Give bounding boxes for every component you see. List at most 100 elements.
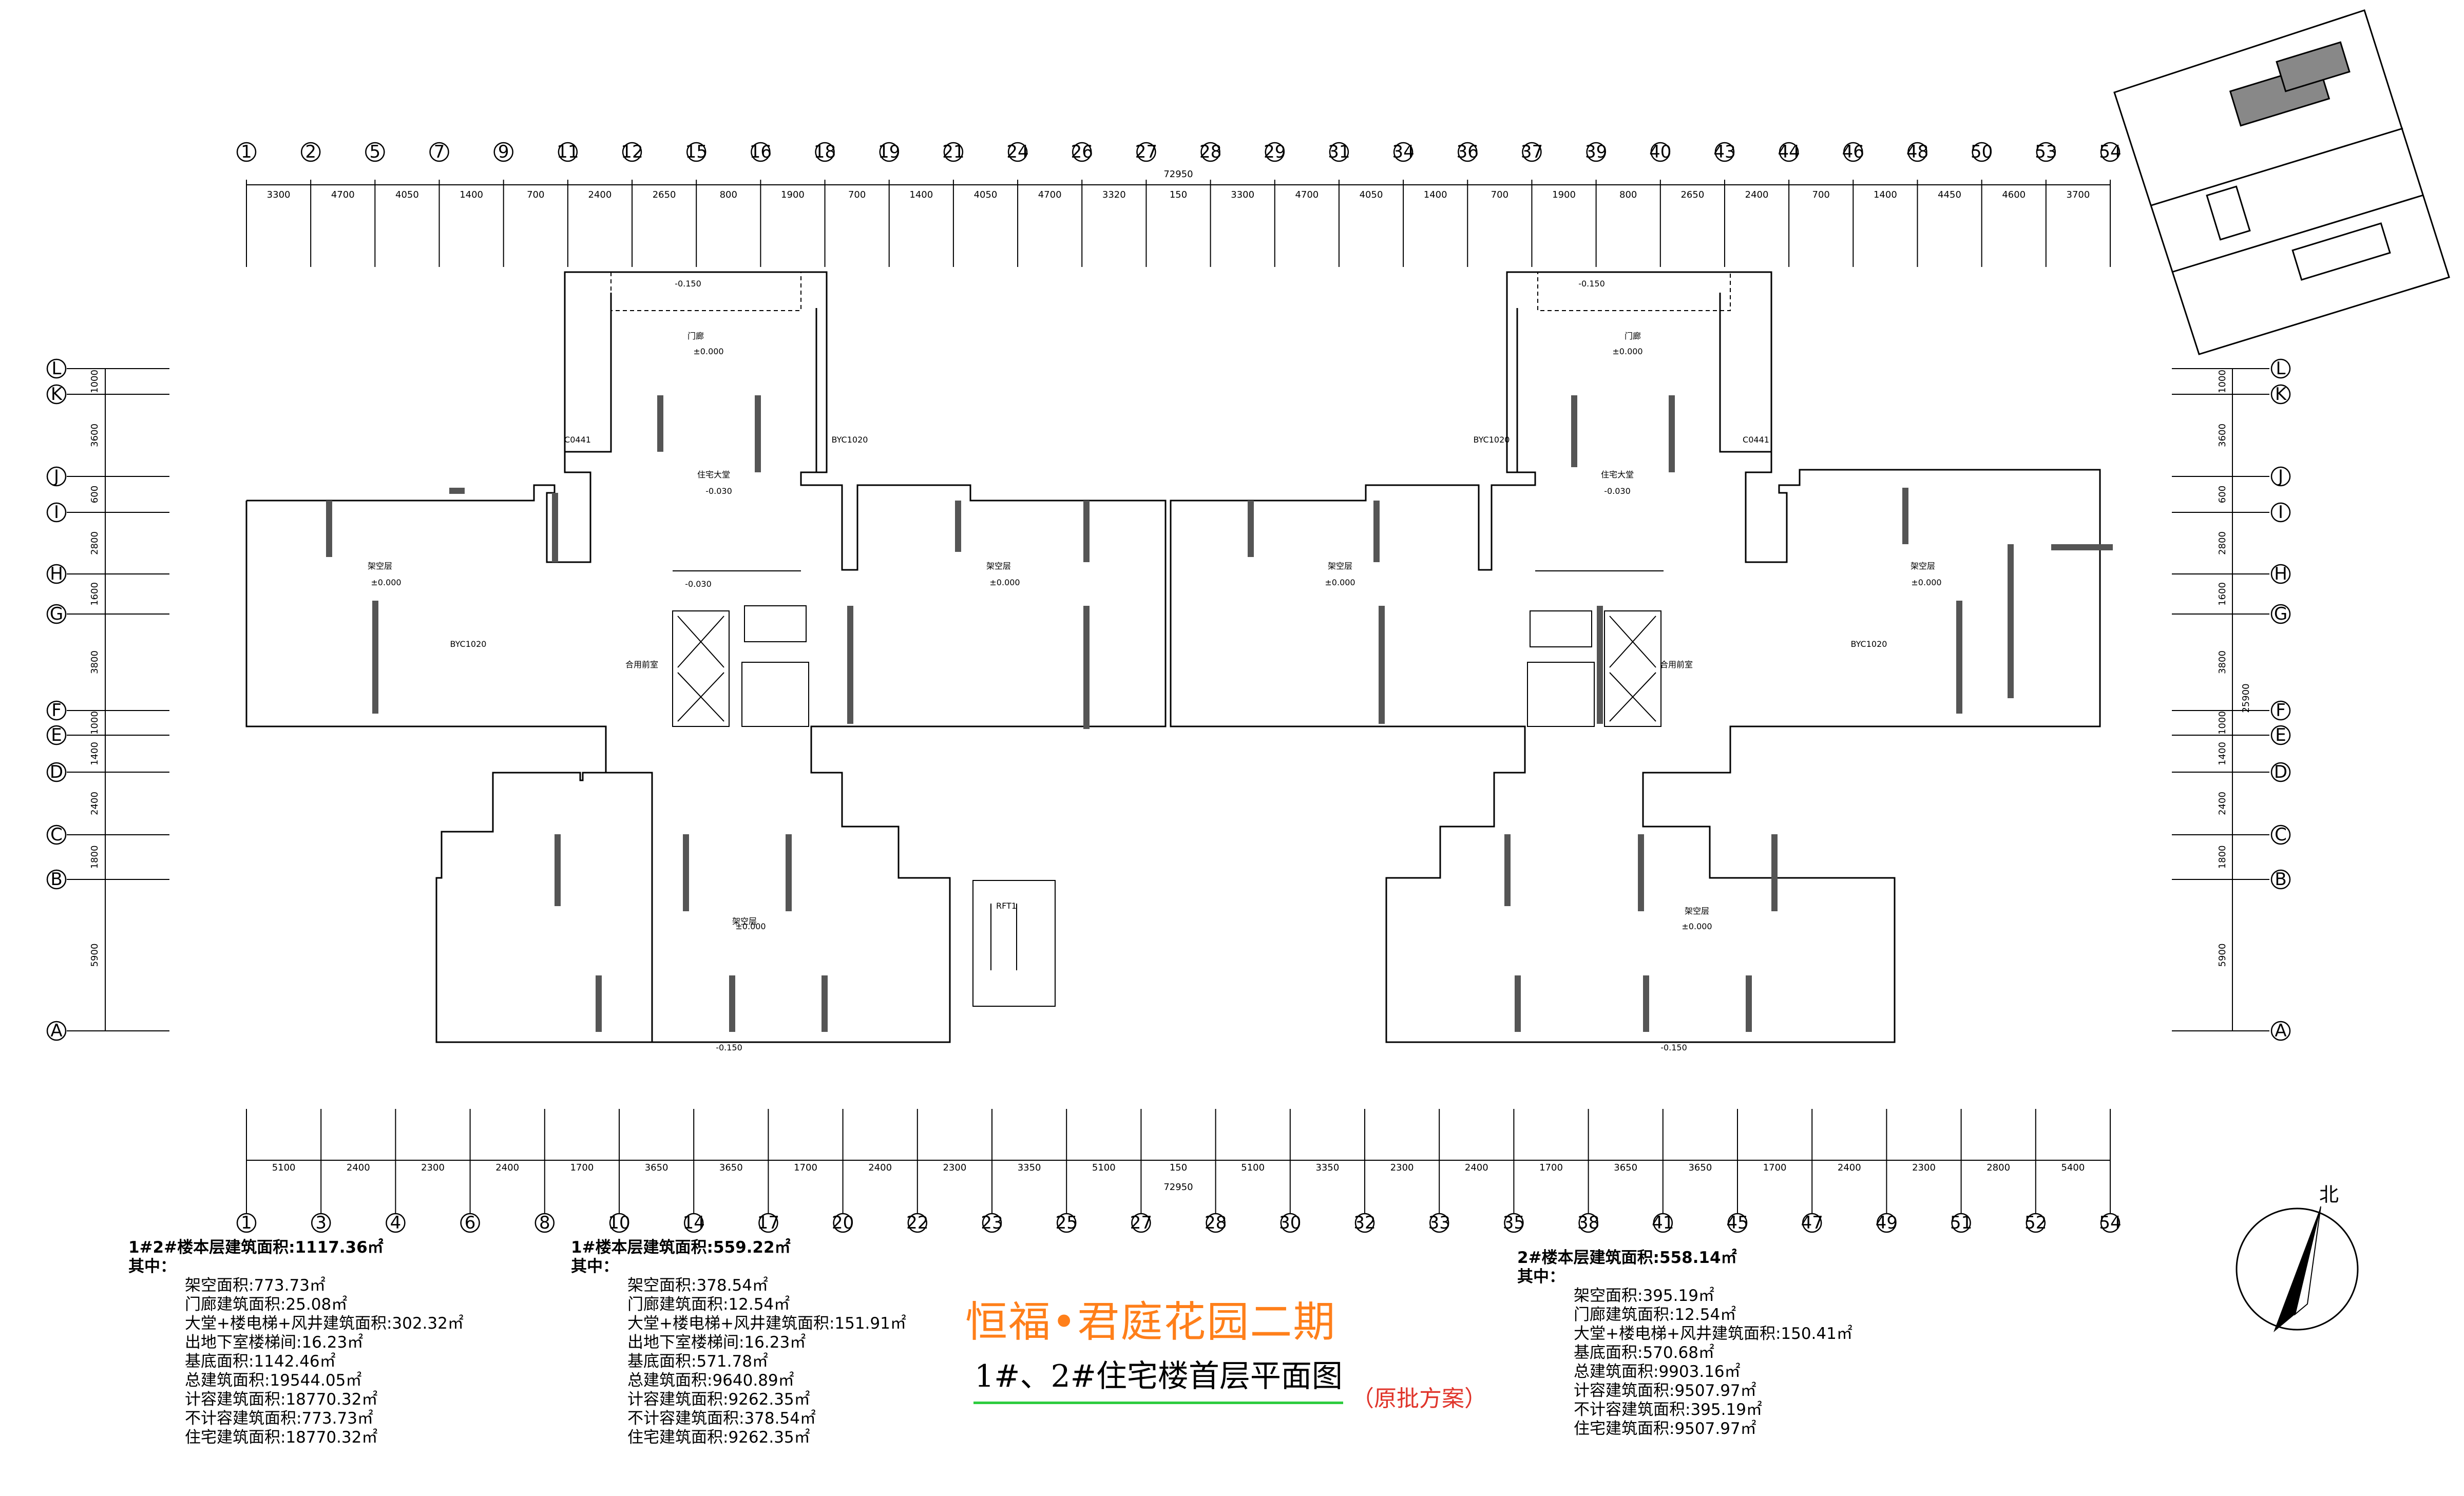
bottom-axis-bubble [982, 1213, 1002, 1233]
bottom-axis-bubble [534, 1213, 555, 1233]
row-axis-bubble [2270, 502, 2291, 523]
bottom-dimension: 2400 [868, 1162, 892, 1173]
top-axis-bubble [943, 142, 964, 162]
top-axis-label: 46 [1842, 142, 1864, 162]
top-axis-label: 5 [370, 142, 381, 162]
row-dimension: 1400 [89, 742, 100, 765]
top-axis-label: 9 [498, 142, 509, 162]
bottom-dimension: 3350 [1018, 1162, 1041, 1173]
top-axis-bubble [1586, 142, 1606, 162]
area-item: 不计容建筑面积:773.73㎡ [185, 1409, 373, 1428]
row-axis-label: K [51, 384, 63, 405]
area-item: 住宅建筑面积:9262.35㎡ [627, 1428, 810, 1447]
area-item: 门廊建筑面积:12.54㎡ [627, 1295, 790, 1314]
row-axis-label: L [2276, 358, 2286, 379]
bottom-axis-label: 35 [1503, 1213, 1525, 1233]
row-axis-bubble [46, 384, 67, 405]
top-dimension: 4700 [1295, 189, 1319, 200]
bottom-dimension: 150 [1170, 1162, 1187, 1173]
row-axis-bubble [2270, 466, 2291, 487]
row-axis-bubble [46, 824, 67, 845]
overhead-label: 架空层 [1911, 561, 1935, 571]
drawing-title: 1#、2#住宅楼首层平面图 [975, 1358, 1343, 1394]
row-dimension: 3800 [89, 650, 100, 674]
row-dimension: 600 [89, 486, 100, 503]
bottom-axis-bubble [2100, 1213, 2121, 1233]
overhead-level: ±0.000 [1325, 578, 1355, 587]
bottom-dimension: 2400 [1838, 1162, 1861, 1173]
row-axis-bubble [2270, 384, 2291, 405]
area-item: 架空面积:773.73㎡ [185, 1276, 326, 1295]
porch-label: 门廊 [1625, 331, 1641, 341]
bottom-dimension: 3650 [645, 1162, 668, 1173]
top-axis-label: 39 [1585, 142, 1607, 162]
bottom-axis-bubble [1354, 1213, 1375, 1233]
porch-label: 门廊 [687, 331, 704, 341]
top-dimension: 800 [720, 189, 737, 200]
top-dimension: 2400 [588, 189, 612, 200]
area-label: 其中： [571, 1257, 619, 1276]
row-axis-bubble [46, 604, 67, 624]
top-axis-label: 1 [241, 142, 252, 162]
bottom-axis-label: 1 [241, 1213, 252, 1233]
top-dimension: 2400 [1745, 189, 1769, 200]
porch-level: ±0.000 [693, 347, 723, 356]
top-axis-label: 12 [621, 142, 643, 162]
overhead-label: 架空层 [368, 561, 392, 571]
top-axis-label: 50 [1971, 142, 1993, 162]
row-dimension: 1800 [89, 846, 100, 869]
area-item: 总建筑面积:19544.05㎡ [185, 1371, 362, 1390]
bottom-axis-label: 32 [1353, 1213, 1376, 1233]
area-item: 出地下室楼梯间:16.23㎡ [627, 1333, 806, 1352]
row-dimension: 1600 [89, 582, 100, 606]
bottom-axis-label: 38 [1577, 1213, 1599, 1233]
top-axis-bubble [1522, 142, 1542, 162]
top-axis-label: 16 [750, 142, 772, 162]
top-axis-label: 40 [1649, 142, 1671, 162]
top-axis-label: 28 [1199, 142, 1221, 162]
row-dimension: 1400 [2217, 742, 2228, 765]
bottom-axis-bubble [386, 1213, 406, 1233]
top-axis-label: 44 [1778, 142, 1800, 162]
top-dimension: 4450 [1938, 189, 1961, 200]
row-axis-bubble [46, 725, 67, 745]
row-axis-bubble [2270, 725, 2291, 745]
row-axis-bubble [2270, 869, 2291, 890]
row-axis-bubble [46, 564, 67, 584]
bottom-axis-label: 33 [1428, 1213, 1450, 1233]
overhead-label: 架空层 [986, 561, 1011, 571]
shared-anteroom: 合用前室 [625, 660, 658, 669]
row-axis-label: C [2275, 824, 2287, 845]
bottom-axis-bubble [311, 1213, 331, 1233]
top-axis-label: 11 [557, 142, 579, 162]
structural-columns [326, 395, 2113, 1032]
row-axis-bubble [2270, 824, 2291, 845]
bottom-dimension: 3650 [719, 1162, 743, 1173]
bottom-axis-bubble [609, 1213, 629, 1233]
top-dimension: 4600 [2002, 189, 2026, 200]
top-dimension: 4050 [395, 189, 419, 200]
overhead-label: 架空层 [1328, 561, 1352, 571]
top-axis-bubble [2036, 142, 2056, 162]
area-title: 1#楼本层建筑面积:559.22㎡ [571, 1238, 791, 1257]
bottom-axis-label: 45 [1726, 1213, 1748, 1233]
top-dimension: 1400 [1874, 189, 1897, 200]
bottom-axis-bubble [1131, 1213, 1151, 1233]
top-axis-bubble [1779, 142, 1799, 162]
bottom-dimension: 2400 [1465, 1162, 1488, 1173]
top-dimension: 3700 [2067, 189, 2090, 200]
top-axis-bubble [1907, 142, 1927, 162]
top-dimension: 2650 [653, 189, 676, 200]
top-axis-label: 7 [434, 142, 445, 162]
row-axis-label: E [51, 725, 62, 745]
bottom-axis-label: 25 [1056, 1213, 1078, 1233]
row-axis-label: J [2277, 466, 2283, 487]
row-axis-label: H [50, 564, 63, 584]
row-axis-label: D [50, 762, 63, 782]
level-label-outdoor: -0.150 [1660, 1043, 1687, 1052]
bottom-total-dimension: 72950 [1163, 1182, 1193, 1193]
